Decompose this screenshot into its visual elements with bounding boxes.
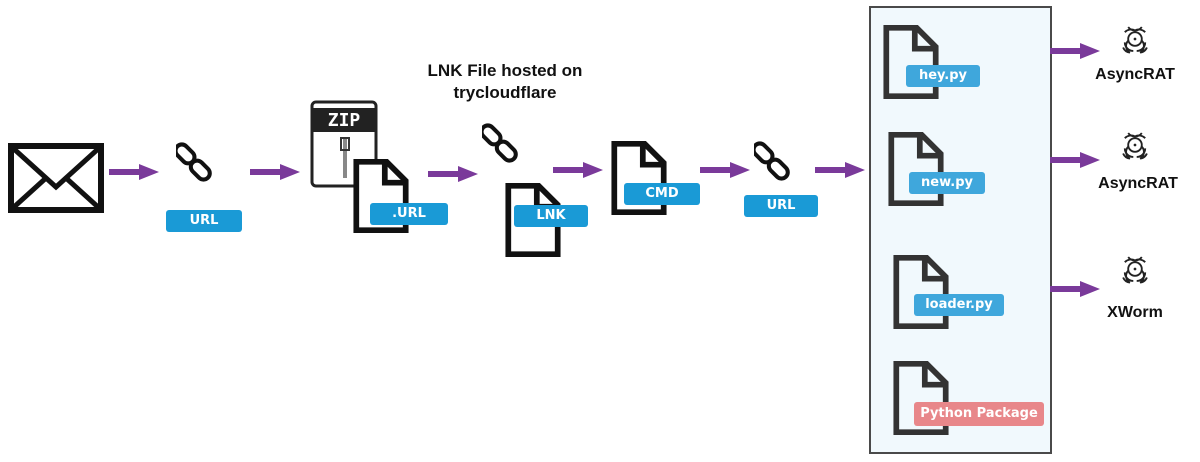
flow-arrow [700,162,750,178]
url-stage: URL [166,135,246,235]
link-icon [176,139,212,185]
file-label: Python Package [914,402,1044,426]
flow-arrow [815,162,865,178]
email-stage [8,143,104,213]
stage-label: URL [166,210,242,232]
stage-label: URL [744,195,818,217]
cmd-stage: CMD [610,140,705,220]
zip-badge: ZIP [327,110,361,131]
stage-label: .URL [370,203,448,225]
url-stage-2: URL [744,138,824,218]
payload-file: hey.py [882,24,1002,100]
malware-item: AsyncRAT [1088,128,1188,198]
link-icon [482,120,518,166]
file-label: hey.py [906,65,980,87]
file-icon [887,131,945,207]
stage-label: CMD [624,183,700,205]
biohazard-icon [1118,22,1152,56]
title-line-2: trycloudflare [453,83,557,102]
flow-arrow [250,164,300,180]
flow-arrow [109,164,159,180]
file-icon [882,24,940,100]
malware-item: XWorm [1088,252,1188,322]
malware-name: AsyncRAT [1098,175,1178,192]
payload-file: loader.py [892,254,1012,330]
biohazard-icon [1118,252,1152,286]
malware-name: AsyncRAT [1095,66,1175,83]
stage-label: LNK [514,205,588,227]
flow-arrow [428,166,478,182]
lnk-stage: LNK [478,120,588,260]
file-label: new.py [909,172,985,194]
link-icon [754,138,790,184]
file-icon [892,254,950,330]
malware-name: XWorm [1107,304,1163,321]
diagram-title: LNK File hosted on trycloudflare [395,60,615,104]
biohazard-icon [1118,128,1152,162]
envelope-icon [8,143,104,213]
flow-arrow [553,162,603,178]
malware-item: AsyncRAT [1088,22,1188,92]
payload-file: new.py [887,131,1007,207]
payload-file: Python Package [892,360,1052,436]
file-label: loader.py [914,294,1004,316]
title-line-1: LNK File hosted on [427,61,583,80]
zip-stage: ZIP .URL [308,100,448,235]
